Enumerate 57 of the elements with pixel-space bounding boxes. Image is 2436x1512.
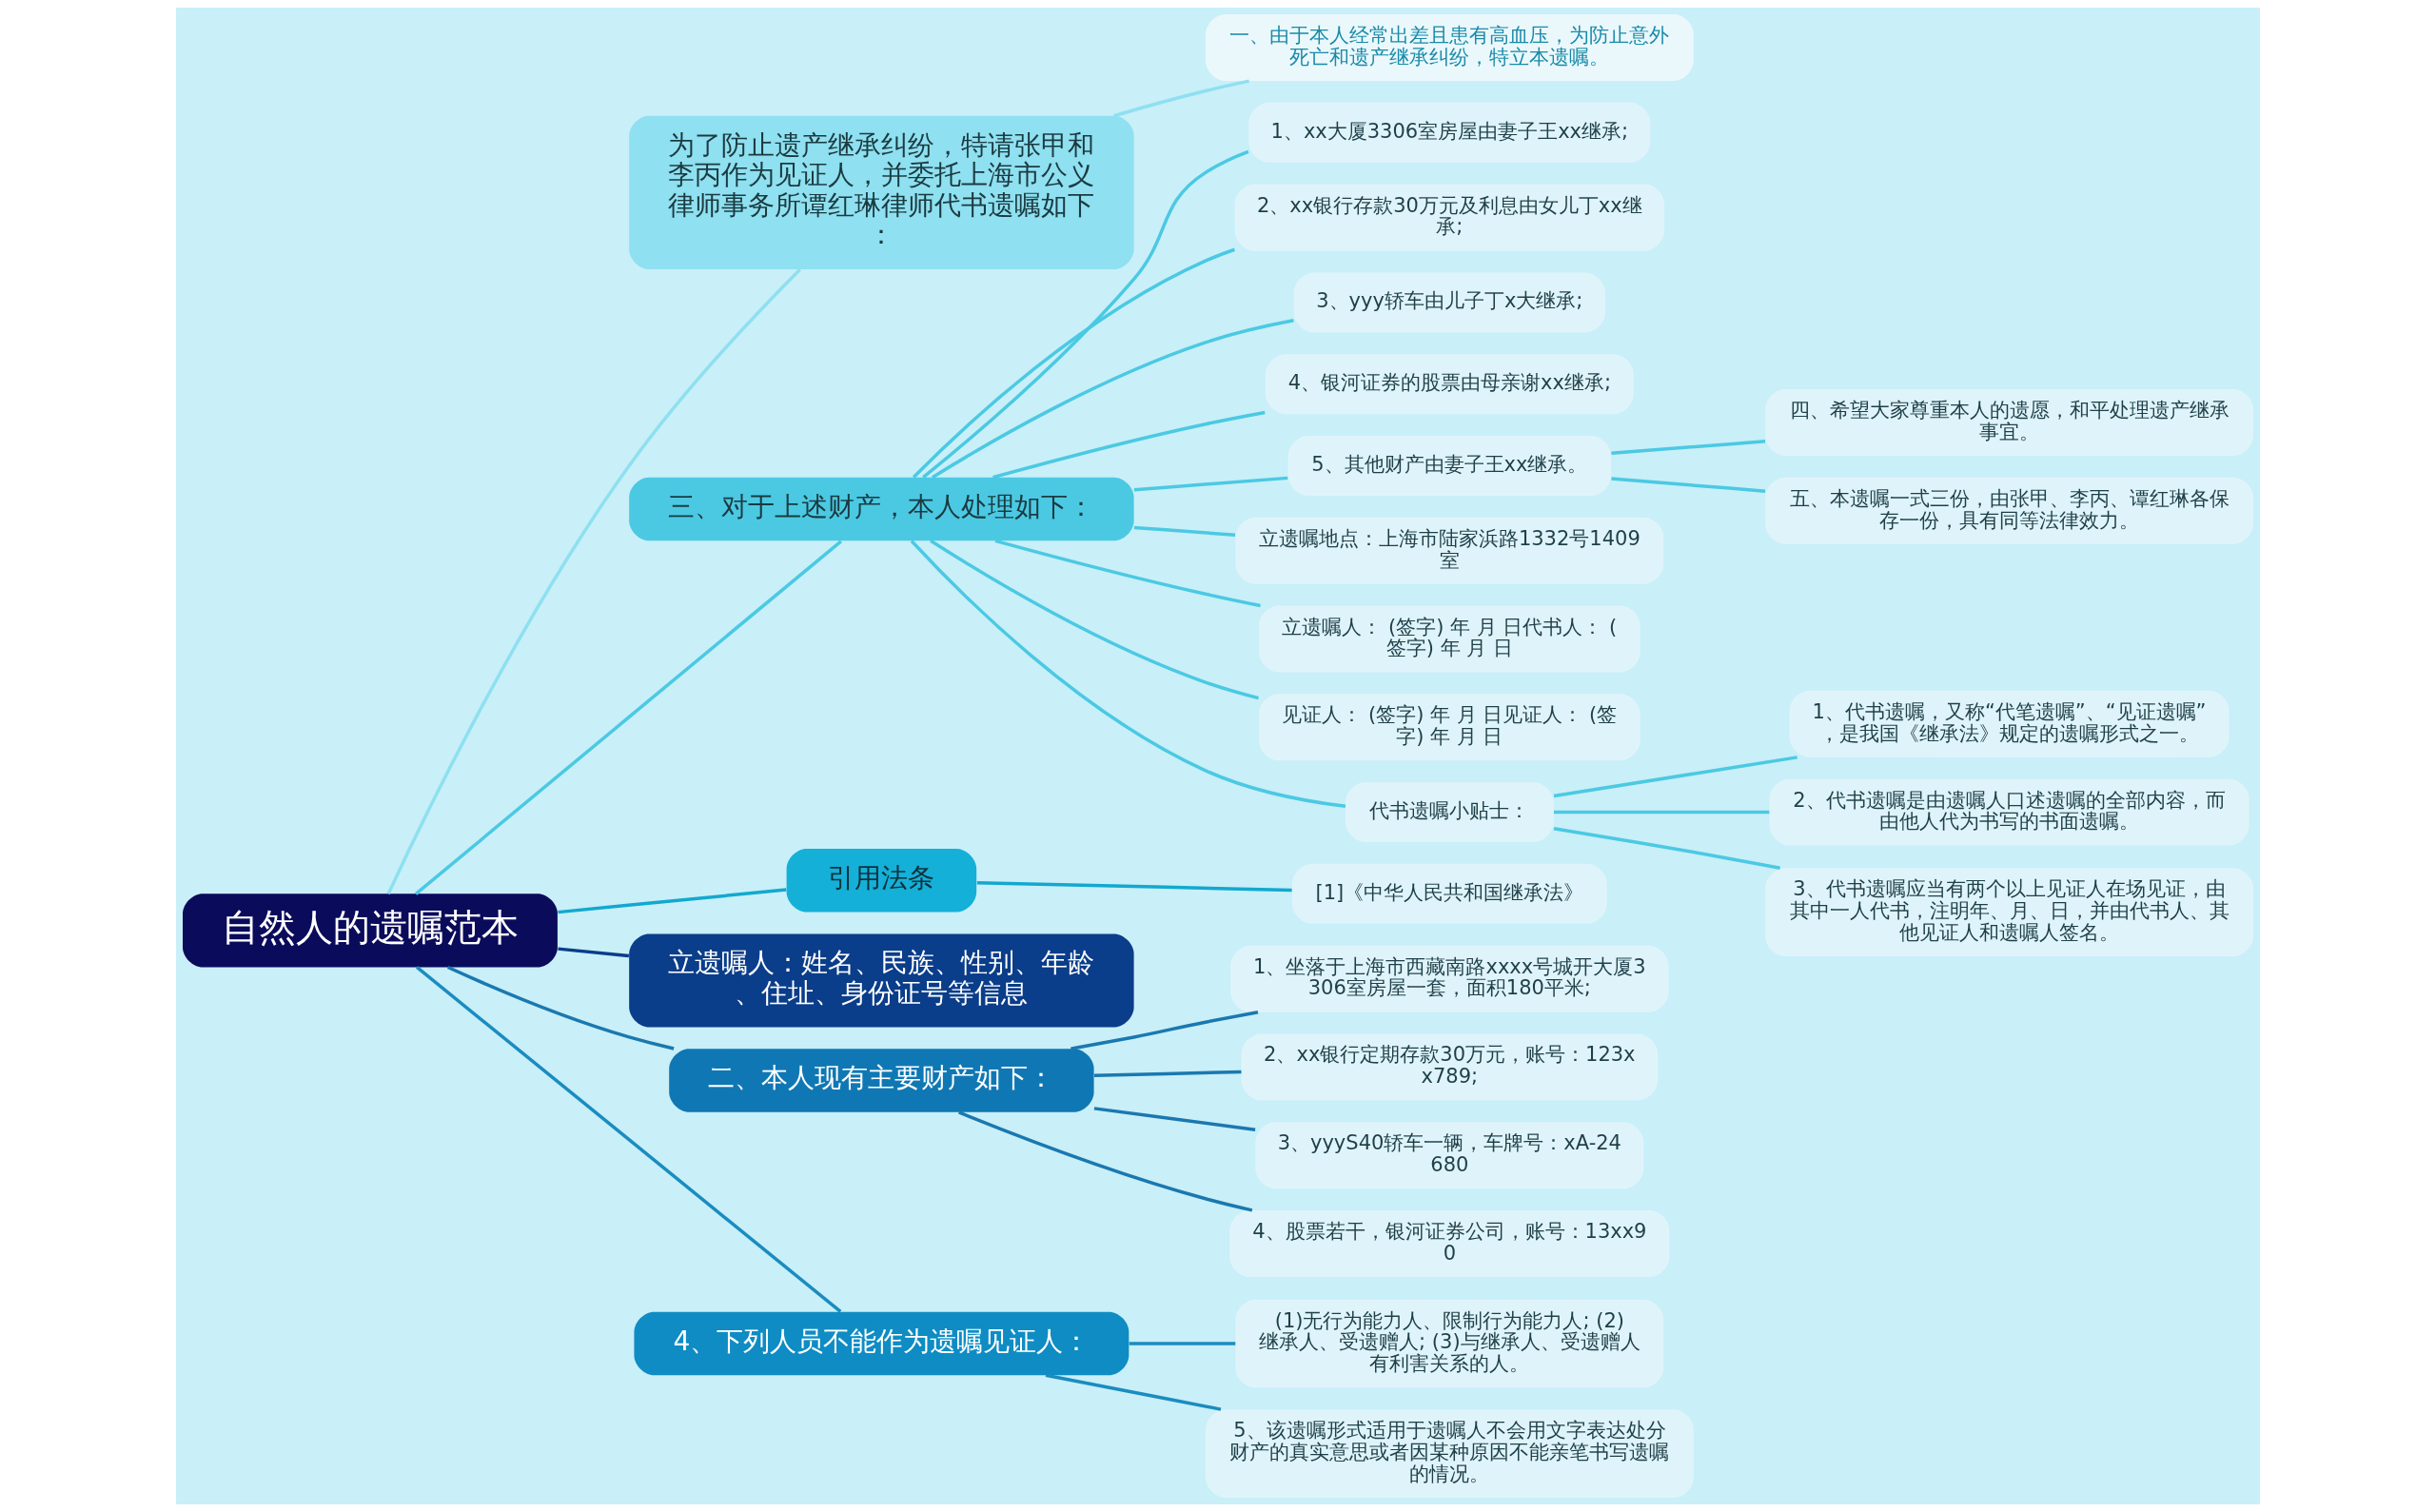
node-box: 4、银河证券的股票由母亲谢xx继承;: [1265, 354, 1634, 415]
connector: [1113, 79, 1249, 118]
connector: [1553, 756, 1798, 798]
connector: [922, 149, 1249, 480]
node-box: 见证人： (签字) 年 月 日见证人： (签字) 年 月 日: [1258, 694, 1640, 761]
connector: [958, 1110, 1253, 1212]
node-box: 立遗嘱人：姓名、民族、性别、年龄、住址、身份证号等信息: [629, 933, 1134, 1028]
node-box: 2、xx银行定期存款30万元，账号：123xx789;: [1241, 1033, 1659, 1101]
connector: [386, 268, 801, 895]
connector: [1133, 525, 1236, 537]
connector: [1611, 440, 1766, 456]
node-box: [1]《中华人民共和国继承法》: [1291, 863, 1607, 924]
connector: [1611, 477, 1766, 493]
connector: [910, 540, 1346, 809]
node-box: 五、本遗嘱一式三份，由张甲、李丙、谭红琳各保存一份，具有同等法律效力。: [1765, 477, 2253, 544]
node-box: 1、代书遗嘱，又称“代笔遗嘱”、“见证遗嘱”，是我国《继承法》规定的遗嘱形式之一。: [1789, 690, 2230, 757]
node-box: (1)无行为能力人、限制行为能力人; (2)继承人、受遗赠人; (3)与继承人、受遗赠人有利害关系的人。: [1235, 1299, 1664, 1388]
node-box: 引用法条: [786, 849, 977, 913]
connector: [994, 539, 1261, 608]
node-box: 3、yyy轿车由儿子丁x大继承;: [1293, 272, 1605, 333]
node-box: 立遗嘱人： (签字) 年 月 日代书人： (签字) 年 月 日: [1258, 605, 1640, 673]
connector: [1129, 1342, 1236, 1345]
node-box: 4、下列人员不能作为遗嘱见证人：: [634, 1311, 1130, 1376]
connector: [415, 966, 842, 1313]
connector: [912, 247, 1236, 479]
connector: [558, 888, 787, 914]
node-box: 一、由于本人经常出差且患有高血压，为防止意外死亡和遗产继承纠纷，特立本遗嘱。: [1205, 14, 1694, 82]
node-box: 三、对于上述财产，本人处理如下：: [629, 477, 1134, 541]
node-box: 代书遗嘱小贴士：: [1345, 782, 1554, 843]
connector: [446, 965, 675, 1051]
connector: [976, 880, 1292, 893]
node-box: 5、其他财产由妻子王xx继承。: [1287, 435, 1612, 496]
node-box: 2、xx银行存款30万元及利息由女儿丁xx继承;: [1234, 184, 1665, 251]
connector: [1093, 1070, 1242, 1077]
connector: [1133, 476, 1288, 492]
connector: [415, 540, 842, 895]
connector: [1071, 1011, 1259, 1051]
node-box: 1、xx大厦3306室房屋由妻子王xx继承;: [1248, 102, 1651, 163]
connector: [930, 539, 1259, 700]
node-box: 二、本人现有主要财产如下：: [669, 1049, 1094, 1112]
node-box: 立遗嘱地点：上海市陆家浜路1332号1409室: [1235, 517, 1664, 584]
connector: [931, 319, 1294, 480]
node-box: 4、股票若干，银河证券公司，账号：13xx90: [1229, 1210, 1670, 1277]
node-box: 3、yyyS40轿车一辆，车牌号：xA-24680: [1255, 1122, 1644, 1189]
node-box: 2、代书遗嘱是由遗嘱人口述遗嘱的全部内容，而由他人代为书写的书面遗嘱。: [1769, 778, 2249, 846]
connector: [1045, 1373, 1222, 1411]
node-box: 四、希望大家尊重本人的遗愿，和平处理遗产继承事宜。: [1765, 388, 2253, 456]
connector: [1554, 810, 1770, 815]
connector: [1553, 827, 1780, 870]
node-box: 1、坐落于上海市西藏南路xxxx号城开大厦3306室房屋一套，面积180平米;: [1230, 945, 1669, 1012]
connector: [558, 947, 630, 958]
node-box: 为了防止遗产继承纠纷，特请张甲和李丙作为见证人，并委托上海市公义律师事务所谭红琳律师代书遗嘱如下：: [629, 115, 1134, 269]
node-box: 5、该遗嘱形式适用于遗嘱人不会用文字表达处分财产的真实意思或者因某种原因不能亲笔书写遗嘱的情况。: [1205, 1409, 1694, 1498]
connector: [992, 410, 1266, 480]
connector: [1093, 1107, 1256, 1132]
node-box: 3、代书遗嘱应当有两个以上见证人在场见证，由其中一人代书，注明年、月、日，并由代书人、其他见证人和遗嘱人签名。: [1765, 868, 2253, 956]
node-box: 自然人的遗嘱范本: [183, 893, 558, 968]
